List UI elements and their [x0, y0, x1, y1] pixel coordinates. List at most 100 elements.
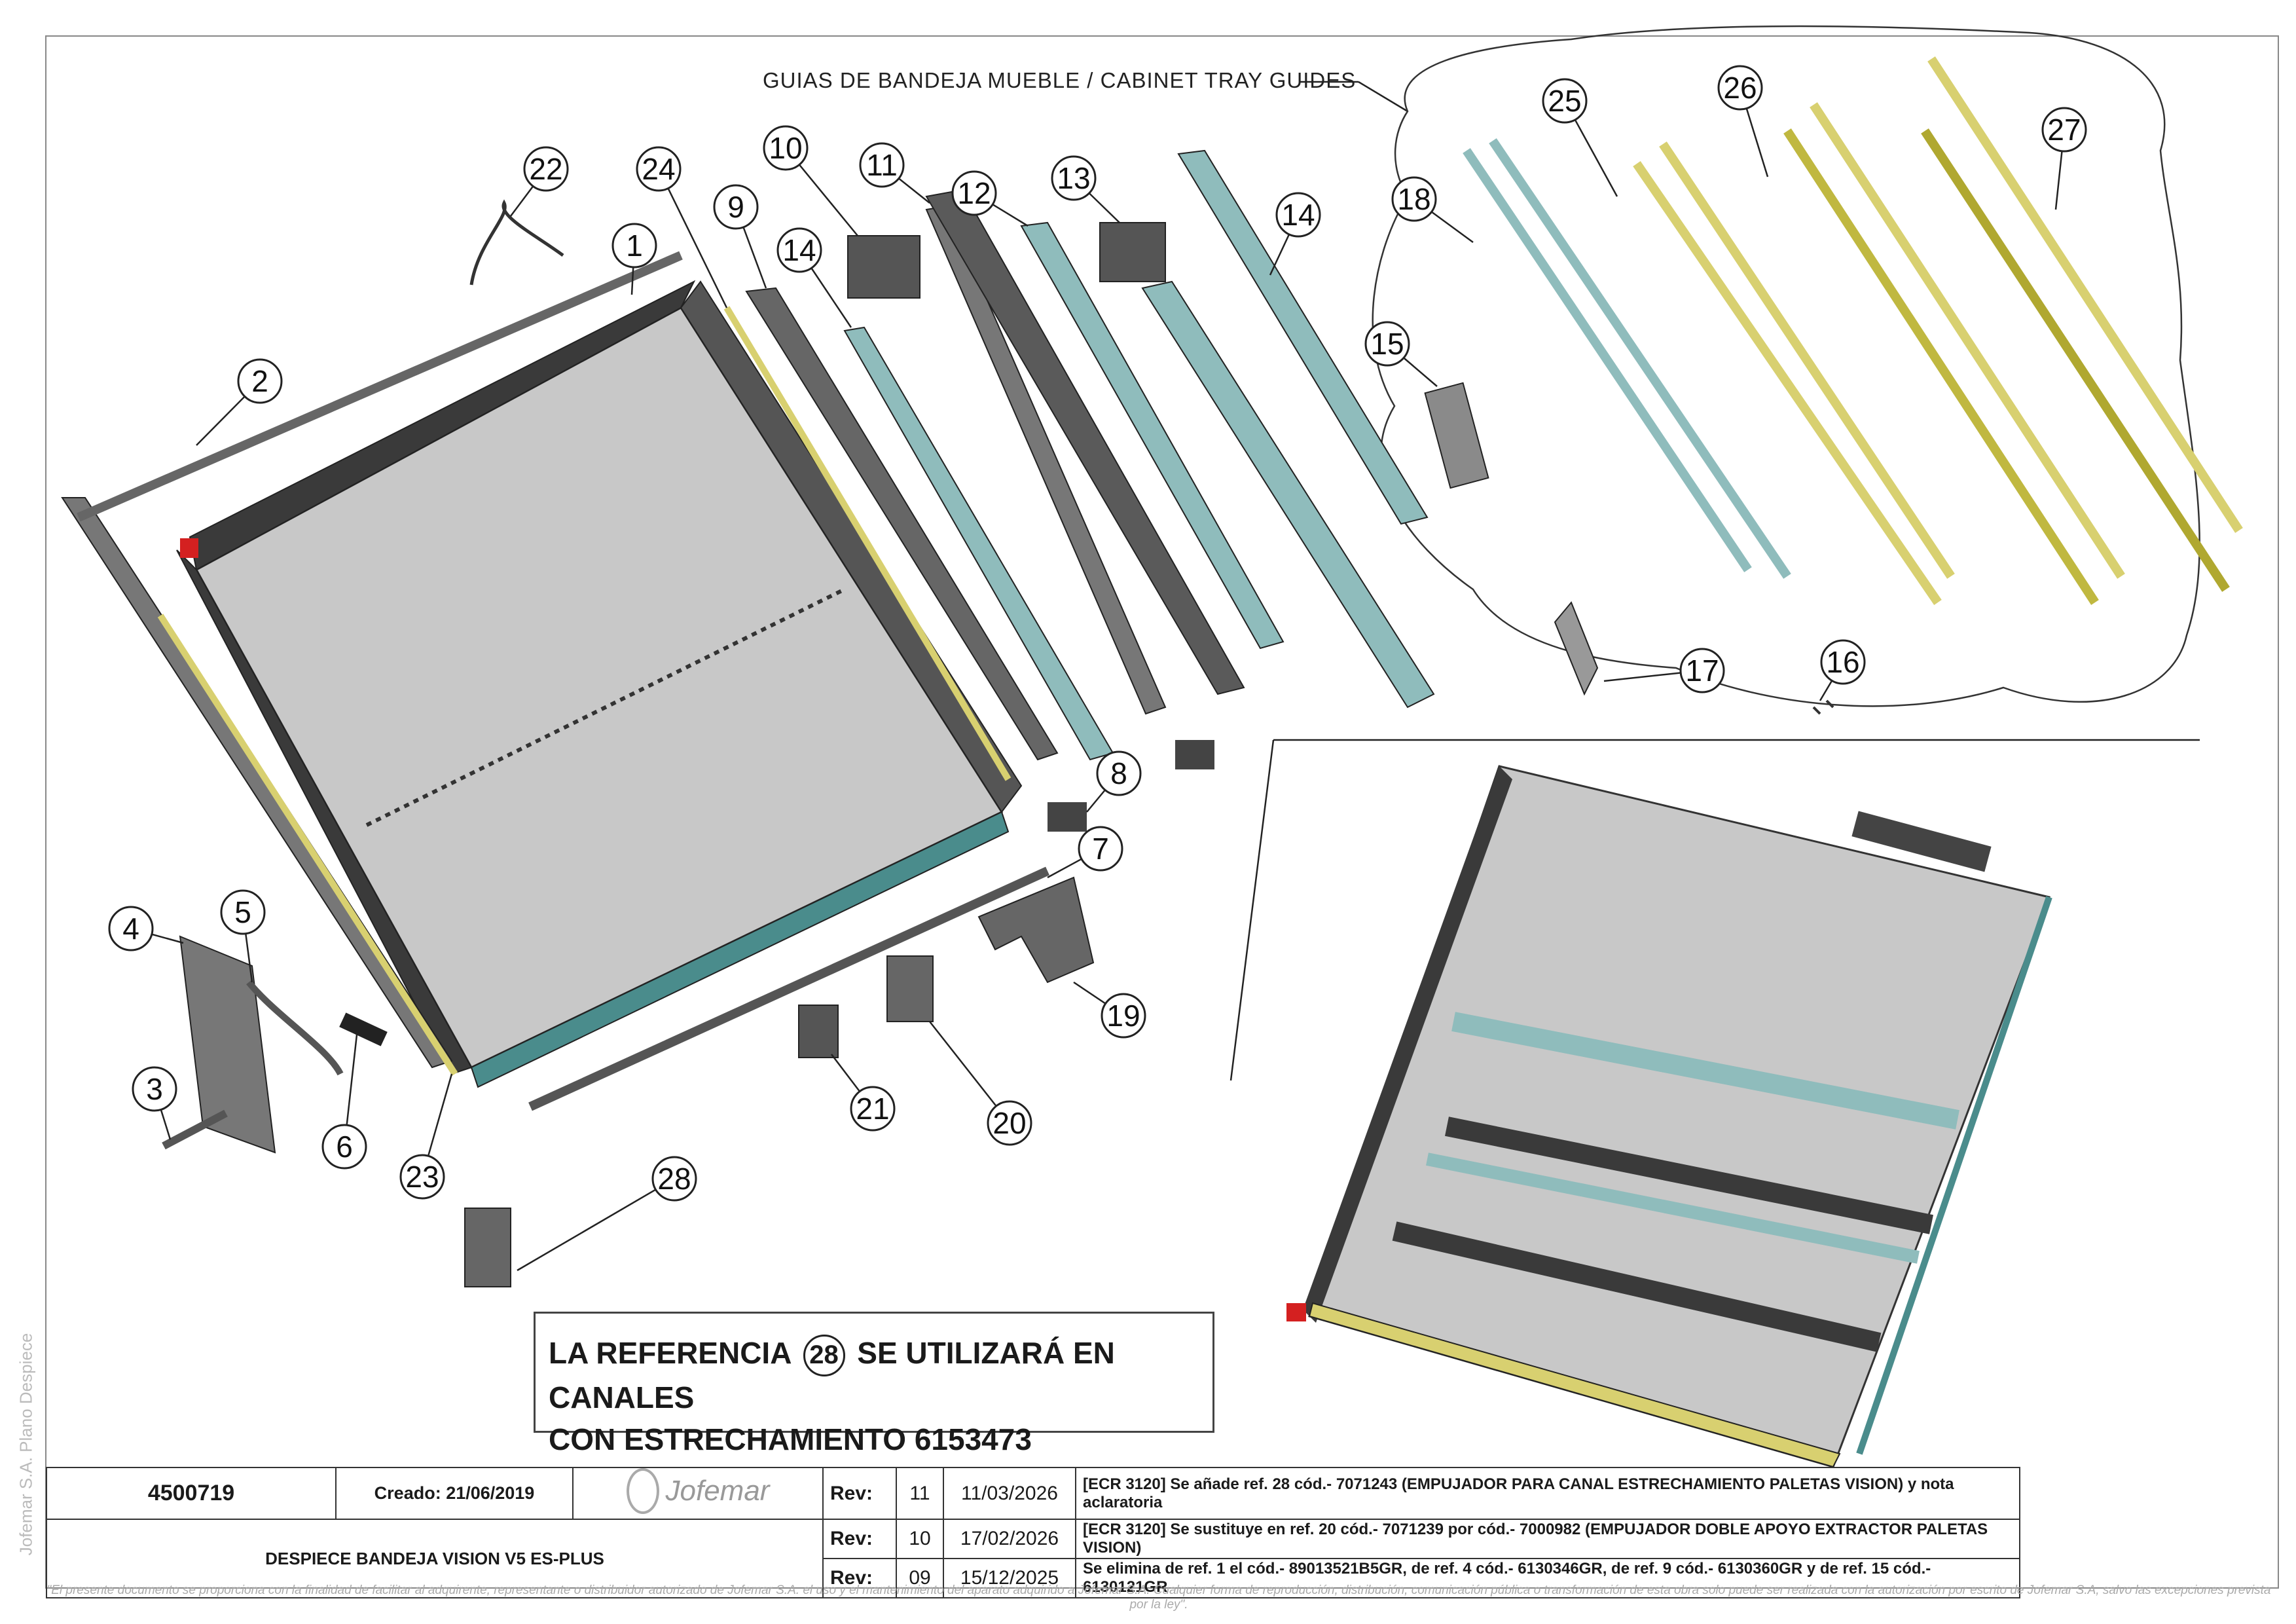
callout-number: 13	[1057, 161, 1090, 195]
tray-base	[194, 306, 1004, 1069]
callout-19: 19	[1101, 993, 1146, 1039]
callout-number: 9	[727, 190, 744, 224]
callout-number: 3	[146, 1072, 163, 1106]
part-19-cover	[977, 876, 1095, 984]
callout-2: 2	[237, 358, 283, 404]
part-6-clip	[339, 1012, 388, 1046]
guide-title-leader-arrow	[1358, 81, 1408, 113]
tray-right-wall	[680, 280, 1023, 813]
callout-27: 27	[2041, 107, 2087, 153]
part-18-guide-b	[1489, 138, 1791, 579]
callout-17: 17	[1679, 648, 1725, 693]
callout-28: 28	[651, 1156, 697, 1202]
part-26-guide-b	[1810, 102, 2125, 579]
callout-7: 7	[1078, 826, 1123, 872]
rev-date: 15/12/2025	[943, 1558, 1076, 1598]
callout-22: 22	[523, 146, 569, 192]
part-7-bar	[528, 866, 1049, 1111]
callout-number: 1	[626, 229, 643, 263]
callout-3: 3	[132, 1066, 177, 1112]
callout-21: 21	[850, 1086, 896, 1132]
callout-number: 27	[2047, 113, 2081, 147]
assembled-guide-1	[1451, 1012, 1959, 1130]
assembled-tray	[1286, 765, 2052, 1468]
part-10-block	[847, 235, 920, 299]
part-2-cable-bar	[77, 251, 683, 522]
part-21-pusher	[798, 1005, 839, 1058]
callout-number: 7	[1092, 832, 1109, 866]
part-9-guide	[745, 287, 1059, 761]
rev-label: Rev:	[822, 1558, 897, 1598]
created-date: Creado: 21/06/2019	[335, 1467, 574, 1520]
callout-23: 23	[399, 1154, 445, 1200]
callout-number: 25	[1548, 84, 1581, 118]
part-13-block	[1099, 222, 1166, 282]
part-5-rod	[246, 980, 344, 1076]
tray-red-cap	[180, 538, 198, 558]
callout-12: 12	[951, 170, 997, 216]
tray-left-wall	[176, 549, 473, 1075]
side-label: Jofemar S.A. Plano Despiece	[16, 1333, 36, 1556]
cabinet-guides	[1463, 56, 2243, 605]
part-22-cable	[469, 199, 564, 286]
assembled-guide-4	[1392, 1221, 1882, 1352]
callout-number: 28	[657, 1162, 691, 1196]
part-18-guide-a	[1463, 148, 1752, 572]
callout-number: 20	[993, 1106, 1026, 1140]
rev-text: [ECR 3120] Se añade ref. 28 cód.- 707124…	[1075, 1467, 2020, 1520]
assembled-front-yellow	[1308, 1302, 1841, 1468]
callout-14b: 14	[1275, 192, 1321, 238]
callout-number: 4	[122, 912, 139, 946]
rev-date: 17/02/2026	[943, 1519, 1076, 1559]
callout-number: 8	[1110, 756, 1127, 790]
part-20-pusher	[886, 955, 934, 1022]
part-16-screws	[1812, 699, 1834, 715]
assembled-guide-2	[1445, 1116, 1933, 1234]
part-25-guide-a	[1633, 161, 1942, 605]
part-14c-guide	[1177, 149, 1429, 525]
assembly-divider-diag	[1230, 739, 1275, 1081]
reference-note: LA REFERENCIA 28 SE UTILIZARÁ EN CANALES…	[534, 1312, 1214, 1456]
callout-number: 5	[234, 895, 251, 929]
part-23-yellow-strip	[157, 614, 458, 1076]
part-26-guide-a	[1783, 128, 2099, 605]
part-17-clip	[1554, 601, 1599, 696]
tray-front-edge	[470, 811, 1010, 1088]
drawing-description: DESPIECE BANDEJA VISION V5 ES-PLUS	[46, 1519, 824, 1598]
part-4-plate	[179, 935, 276, 1154]
callout-15: 15	[1364, 321, 1410, 367]
part-27-guide-a	[1921, 128, 2230, 592]
callout-5: 5	[220, 889, 266, 935]
callout-14a: 14	[776, 227, 822, 273]
callout-number: 21	[856, 1092, 889, 1126]
callout-number: 6	[336, 1130, 353, 1164]
rev-date: 11/03/2026	[943, 1467, 1076, 1520]
callouts: 1 2 3 4 5 6 7 8 9 10 11 12 13 14 14 15 1…	[108, 65, 2087, 1272]
rev-label: Rev:	[822, 1467, 897, 1520]
legal-footer: "El presente documento se proporciona co…	[46, 1583, 2271, 1612]
part-8-bracket-b	[1048, 802, 1087, 832]
callout-8: 8	[1096, 750, 1142, 796]
rev-number: 11	[896, 1467, 944, 1520]
part-15-plate	[1424, 382, 1489, 489]
left-rail-assembly	[61, 199, 683, 1076]
callout-number: 22	[529, 152, 562, 186]
callout-25: 25	[1542, 78, 1588, 124]
assembled-red-cap	[1286, 1303, 1306, 1321]
callout-number: 14	[782, 233, 816, 267]
part-27-guide-b	[1927, 56, 2243, 533]
callout-number: 16	[1826, 645, 1859, 679]
guides-cloud-outline	[1372, 25, 2200, 707]
callout-number: 10	[769, 131, 802, 165]
note-ref-bubble: 28	[803, 1334, 845, 1376]
callout-24: 24	[636, 146, 682, 192]
callout-4: 4	[108, 906, 154, 951]
callout-16: 16	[1820, 639, 1866, 685]
part-14b-guide	[1020, 221, 1285, 650]
part-12-guide	[925, 189, 1245, 695]
part-25-guide-b	[1659, 141, 1955, 579]
rev-label: Rev:	[822, 1519, 897, 1559]
jofemar-logo-icon	[626, 1468, 659, 1514]
part-3-pin	[162, 1109, 228, 1150]
